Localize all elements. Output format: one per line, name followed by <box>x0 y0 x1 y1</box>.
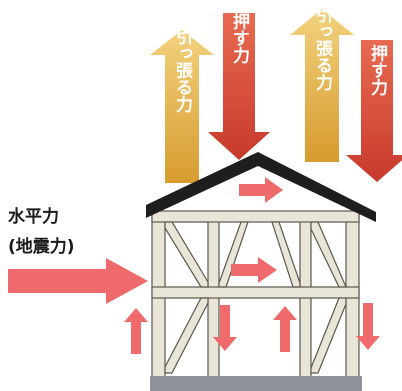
post-arrow-4-down <box>356 303 380 350</box>
push-arrow-right: 押す力 <box>346 40 402 182</box>
internal-force-arrows <box>124 177 380 354</box>
post-arrow-3-up <box>273 306 297 352</box>
post-arrow-2-down <box>213 305 237 351</box>
foundation <box>150 376 362 391</box>
horizontal-force-arrow <box>8 258 148 304</box>
horizontal-force-label: 水平力 <box>8 206 59 227</box>
pull-arrow-right-label: 引っ張る力 <box>312 5 333 91</box>
seismic-force-label: (地震力) <box>8 236 75 257</box>
post-arrow-1-up <box>124 308 148 354</box>
push-arrow-left-label: 押す力 <box>229 11 250 64</box>
push-arrow-left: 押す力 <box>208 11 270 160</box>
push-arrow-right-label: 押す力 <box>367 43 388 96</box>
beam-arrow-middle <box>231 257 277 283</box>
beam-arrow-top <box>239 177 283 203</box>
pull-arrow-left-label: 引っ張る力 <box>172 27 193 113</box>
house-frame <box>151 210 360 378</box>
pull-arrow-left: 引っ張る力 <box>150 27 214 183</box>
roof <box>146 152 376 222</box>
pull-arrow-right: 引っ張る力 <box>290 5 354 162</box>
